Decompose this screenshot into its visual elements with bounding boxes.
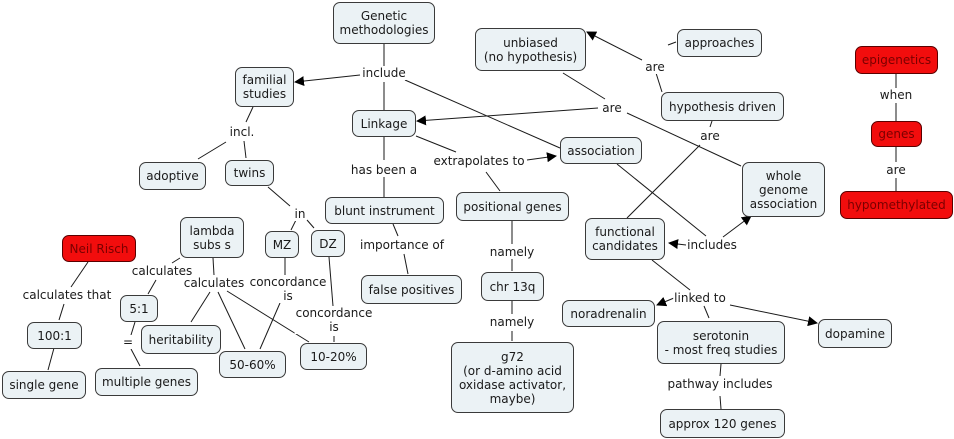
edge-line (703, 305, 710, 319)
link-label-are: are (885, 163, 907, 177)
edge-line (586, 31, 643, 61)
node-multiple-genes[interactable]: multiple genes (95, 368, 198, 396)
edge-line (722, 215, 752, 238)
edge-line (147, 279, 157, 295)
node-g72[interactable]: g72 (or d-amino acid oxidase activator, … (451, 342, 574, 413)
edge-line (719, 363, 722, 377)
edge-line (404, 79, 561, 149)
edge-line (729, 304, 818, 327)
node-adoptive[interactable]: adoptive (139, 162, 206, 190)
edge-line (259, 302, 281, 350)
edge-line (190, 291, 211, 323)
edge-line (562, 72, 606, 100)
node-familial-studies[interactable]: familial studies (235, 67, 294, 107)
edge-line (130, 348, 141, 367)
node-functional-candidates[interactable]: functional candidates (585, 218, 665, 260)
node-neil-risch[interactable]: Neil Risch (62, 235, 136, 262)
node-chr-13q[interactable]: chr 13q (481, 272, 544, 301)
edge-line (626, 144, 701, 219)
link-label-importance-of: importance of (359, 238, 445, 252)
link-label-are: are (644, 60, 666, 74)
edge-line (58, 303, 65, 321)
node-serotonin[interactable]: serotonin - most freq studies (657, 321, 785, 364)
node-single-gene[interactable]: single gene (2, 371, 86, 399)
link-label-pathway-includes: pathway includes (666, 377, 774, 391)
node-noradrenalin[interactable]: noradrenalin (562, 300, 655, 327)
link-label-calculates: calculates (182, 276, 246, 290)
link-label-in: in (293, 207, 307, 221)
link-label-are: are (601, 101, 623, 115)
link-label-extrapolates-to: extrapolates to (432, 154, 526, 168)
node-approx-120-genes[interactable]: approx 120 genes (660, 409, 785, 438)
edge-line (416, 107, 599, 126)
node-pct-10-20[interactable]: 10-20% (300, 343, 367, 370)
link-label-includes: includes (686, 238, 738, 252)
node-ratio-100-1[interactable]: 100:1 (27, 322, 82, 349)
node-dz[interactable]: DZ (311, 230, 345, 257)
link-label-namely: namely (488, 245, 536, 259)
edge-line (267, 186, 291, 207)
edge-line (328, 256, 334, 307)
node-ratio-5-1[interactable]: 5:1 (120, 295, 158, 322)
link-label-has-been-a: has been a (349, 163, 419, 177)
link-label-equals: = (121, 335, 135, 349)
node-pct-50-60[interactable]: 50-60% (219, 351, 286, 378)
edge-line (668, 239, 687, 250)
edge-line (70, 261, 89, 288)
node-approaches[interactable]: approaches (677, 29, 762, 57)
link-label-are: are (699, 129, 721, 143)
edge-line (47, 347, 55, 371)
node-blunt-instrument[interactable]: blunt instrument (325, 197, 444, 224)
node-hypothesis-driven[interactable]: hypothesis driven (661, 92, 784, 121)
edge-line (245, 106, 254, 123)
edge-line (616, 163, 707, 237)
edge-line (290, 219, 297, 231)
node-mz[interactable]: MZ (265, 231, 299, 258)
link-label-concordance-is: concordance is (294, 306, 374, 334)
edge-line (197, 141, 227, 160)
link-label-concordance-is: concordance is (248, 275, 328, 303)
edge-line (294, 74, 361, 87)
node-epigenetics[interactable]: epigenetics (855, 46, 938, 74)
edge-line (212, 257, 215, 276)
edge-line (485, 171, 501, 192)
node-genetic-methodologies[interactable]: Genetic methodologies (333, 2, 435, 44)
edge-line (306, 219, 315, 229)
link-label-calculates: calculates (130, 264, 194, 278)
link-label-namely: namely (488, 315, 536, 329)
node-positional-genes[interactable]: positional genes (456, 192, 569, 221)
node-dopamine[interactable]: dopamine (818, 319, 892, 348)
node-hypomethylated[interactable]: hypomethylated (840, 191, 953, 219)
link-label-when: when (878, 88, 914, 102)
link-label-incl: incl. (228, 125, 256, 139)
edge-line (526, 152, 557, 163)
edge-line (651, 259, 691, 291)
node-whole-genome-association[interactable]: whole genome association (742, 162, 825, 217)
edge-line (217, 291, 246, 350)
edge-line (656, 296, 675, 307)
edge-line (171, 257, 181, 264)
edge-line (719, 395, 722, 410)
edge-line (243, 140, 247, 159)
edge-line (415, 135, 457, 153)
link-label-linked-to: linked to (673, 291, 727, 305)
node-twins[interactable]: twins (225, 160, 274, 186)
node-unbiased[interactable]: unbiased (no hypothesis) (475, 28, 586, 71)
edge-line (667, 41, 677, 46)
node-false-positives[interactable]: false positives (361, 275, 462, 304)
node-linkage[interactable]: Linkage (352, 110, 416, 137)
edge-line (403, 253, 409, 275)
link-label-include: include (361, 66, 407, 80)
edge-line (626, 112, 742, 167)
edge-line (709, 120, 713, 128)
edge-line (655, 72, 663, 93)
edge-line (392, 223, 399, 237)
node-lambda-subs-s[interactable]: lambda subs s (180, 217, 244, 258)
edge-line (130, 321, 136, 336)
node-genes[interactable]: genes (871, 121, 922, 147)
node-association[interactable]: association (560, 137, 642, 164)
link-label-calculates-that: calculates that (21, 288, 113, 302)
node-heritability[interactable]: heritability (141, 325, 221, 354)
